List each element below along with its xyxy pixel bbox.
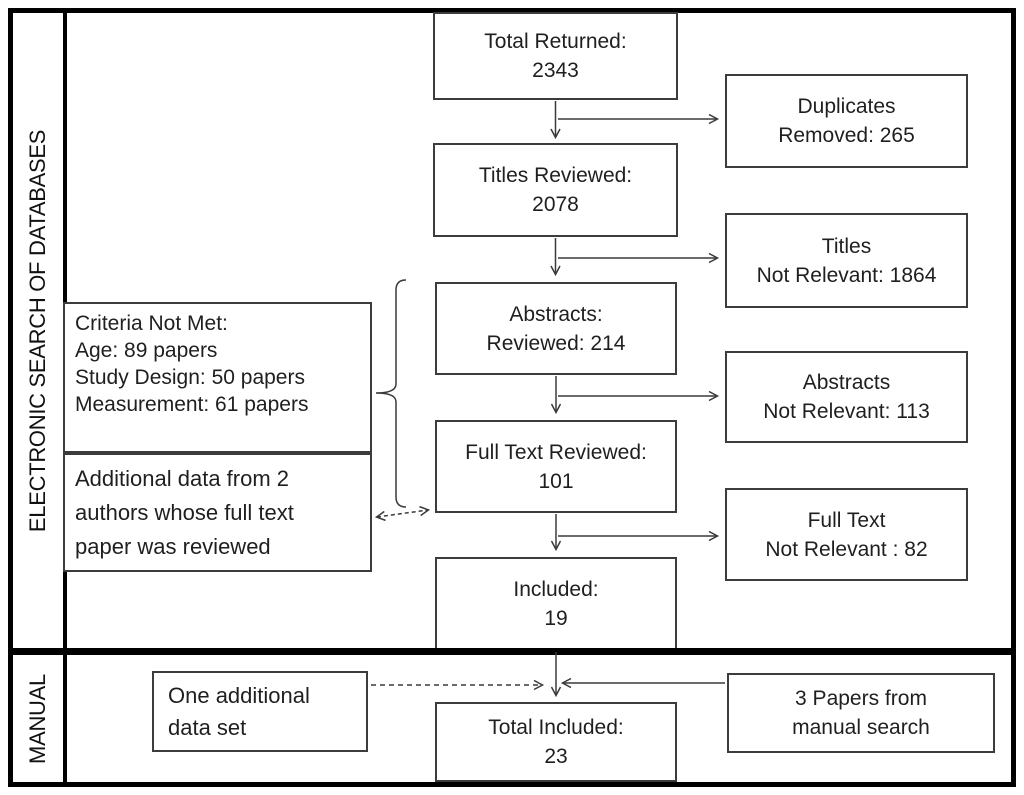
box-total-returned: Total Returned: 2343 bbox=[433, 12, 678, 100]
box-line: Total Included: bbox=[488, 716, 624, 739]
box-included: Included: 19 bbox=[435, 557, 677, 650]
box-titles-not-relevant: Titles Not Relevant: 1864 bbox=[725, 213, 968, 308]
box-line: Abstracts bbox=[802, 371, 891, 394]
box-line: Additional data from 2 bbox=[75, 465, 290, 491]
box-line: Not Relevant: 1864 bbox=[756, 263, 937, 287]
box-line: manual search bbox=[792, 716, 930, 739]
box-line: 2343 bbox=[532, 59, 579, 82]
section-manual: MANUAL bbox=[13, 655, 63, 782]
section-label-manual: MANUAL bbox=[25, 673, 50, 764]
box-line: 3 Papers from bbox=[795, 687, 927, 710]
box-line: Removed: 265 bbox=[778, 124, 915, 147]
box-line: 101 bbox=[538, 469, 574, 493]
box-line: Reviewed: 214 bbox=[486, 331, 626, 355]
box-line: One additional bbox=[168, 682, 310, 708]
box-one-additional-data-set: One additional data set bbox=[152, 671, 368, 752]
box-line: Not Relevant: 113 bbox=[763, 400, 930, 423]
outer-frame bbox=[8, 8, 1016, 787]
box-line: Study Design: 50 papers bbox=[75, 366, 305, 389]
box-line: Full Text bbox=[807, 508, 886, 532]
box-abstracts-not-relevant: Abstracts Not Relevant: 113 bbox=[725, 351, 968, 443]
box-line: Titles bbox=[821, 234, 872, 258]
box-duplicates-removed: Duplicates Removed: 265 bbox=[725, 74, 968, 168]
box-line: paper was reviewed bbox=[75, 533, 271, 559]
section-divider-line bbox=[8, 648, 1016, 655]
box-full-text-reviewed: Full Text Reviewed: 101 bbox=[435, 420, 677, 513]
box-titles-reviewed: Titles Reviewed: 2078 bbox=[433, 143, 678, 237]
box-line: 19 bbox=[544, 606, 568, 630]
box-total-included: Total Included: 23 bbox=[435, 702, 677, 782]
box-line: Criteria Not Met: bbox=[75, 312, 228, 335]
section-electronic-search: ELECTRONIC SEARCH OF DATABASES bbox=[13, 13, 63, 648]
box-line: Titles Reviewed: bbox=[478, 164, 633, 187]
box-abstracts-reviewed: Abstracts: Reviewed: 214 bbox=[435, 282, 677, 375]
box-line: data set bbox=[168, 714, 247, 740]
box-full-text-not-relevant: Full Text Not Relevant : 82 bbox=[725, 488, 968, 581]
box-line: 23 bbox=[544, 745, 568, 768]
box-line: Abstracts: bbox=[509, 302, 603, 326]
box-line: Measurement: 61 papers bbox=[75, 393, 309, 416]
box-manual-papers: 3 Papers from manual search bbox=[727, 673, 995, 753]
box-additional-authors: Additional data from 2 authors whose ful… bbox=[63, 453, 372, 572]
box-criteria-not-met: Criteria Not Met: Age: 89 papers Study D… bbox=[63, 302, 372, 453]
box-line: Not Relevant : 82 bbox=[765, 537, 928, 561]
section-label-electronic: ELECTRONIC SEARCH OF DATABASES bbox=[25, 129, 50, 532]
box-line: Total Returned: bbox=[484, 30, 627, 53]
box-line: Included: bbox=[513, 577, 599, 601]
box-line: Full Text Reviewed: bbox=[465, 440, 647, 464]
box-line: Duplicates bbox=[797, 95, 896, 118]
box-line: authors whose full text bbox=[75, 499, 294, 525]
box-line: Age: 89 papers bbox=[75, 339, 218, 362]
box-line: 2078 bbox=[532, 193, 579, 216]
